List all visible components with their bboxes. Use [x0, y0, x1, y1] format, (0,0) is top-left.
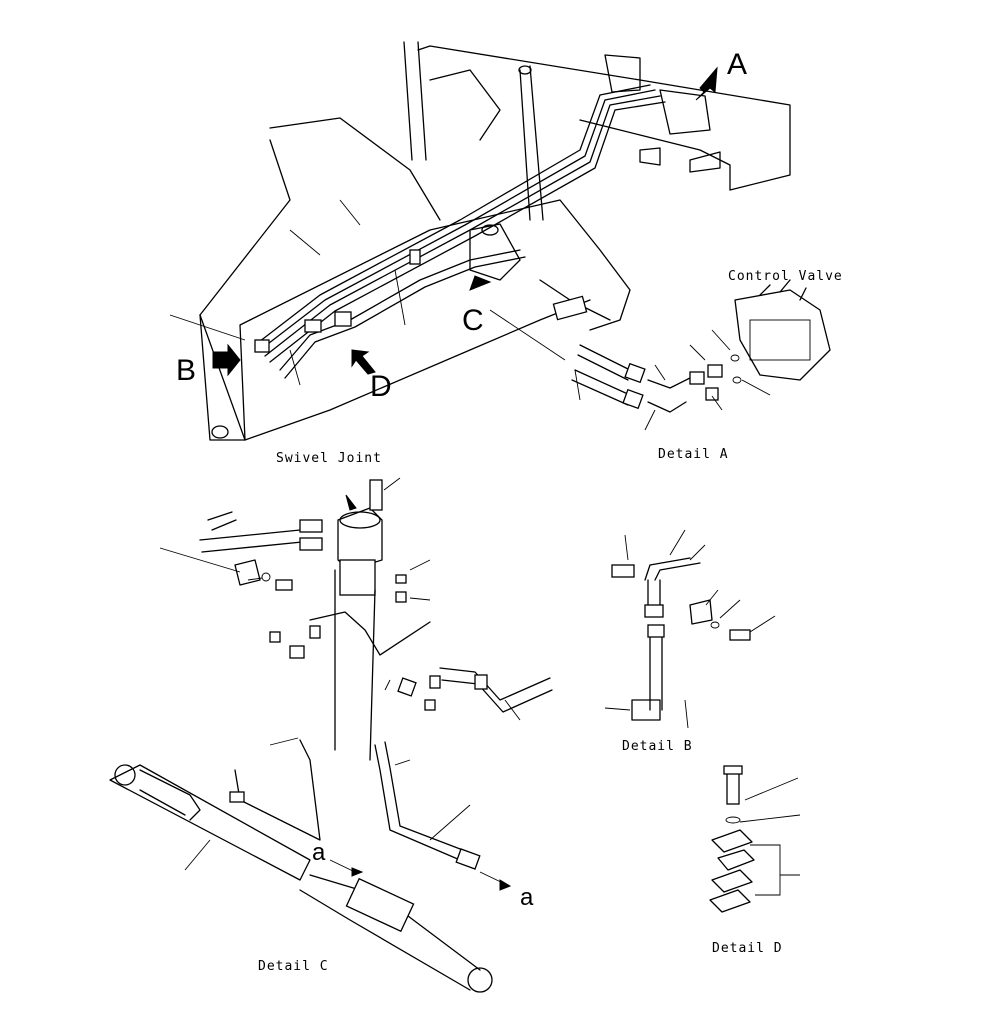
- main-frame-assembly: [169, 41, 791, 441]
- view-letter-a-lower-2: a: [520, 884, 534, 911]
- detail-b-label: Detail B: [622, 739, 693, 754]
- detail-c-label: Detail C: [258, 959, 329, 974]
- detail-a-drawing: [571, 279, 831, 431]
- swivel-joint-label: Swivel Joint: [276, 451, 382, 466]
- control-valve-label: Control Valve: [728, 269, 843, 284]
- detail-b-drawing: [604, 529, 776, 729]
- detail-a-label: Detail A: [658, 447, 729, 462]
- view-letter-a: A: [727, 48, 747, 81]
- swivel-joint-drawing: [159, 477, 553, 891]
- view-letter-a-lower-1: a: [312, 839, 326, 866]
- detail-c-drawing: [109, 764, 493, 993]
- view-letter-b: B: [176, 354, 196, 387]
- detail-d-label: Detail D: [712, 941, 783, 956]
- detail-d-drawing: [709, 765, 801, 913]
- view-letter-d: D: [370, 370, 392, 403]
- view-letter-c: C: [462, 304, 484, 337]
